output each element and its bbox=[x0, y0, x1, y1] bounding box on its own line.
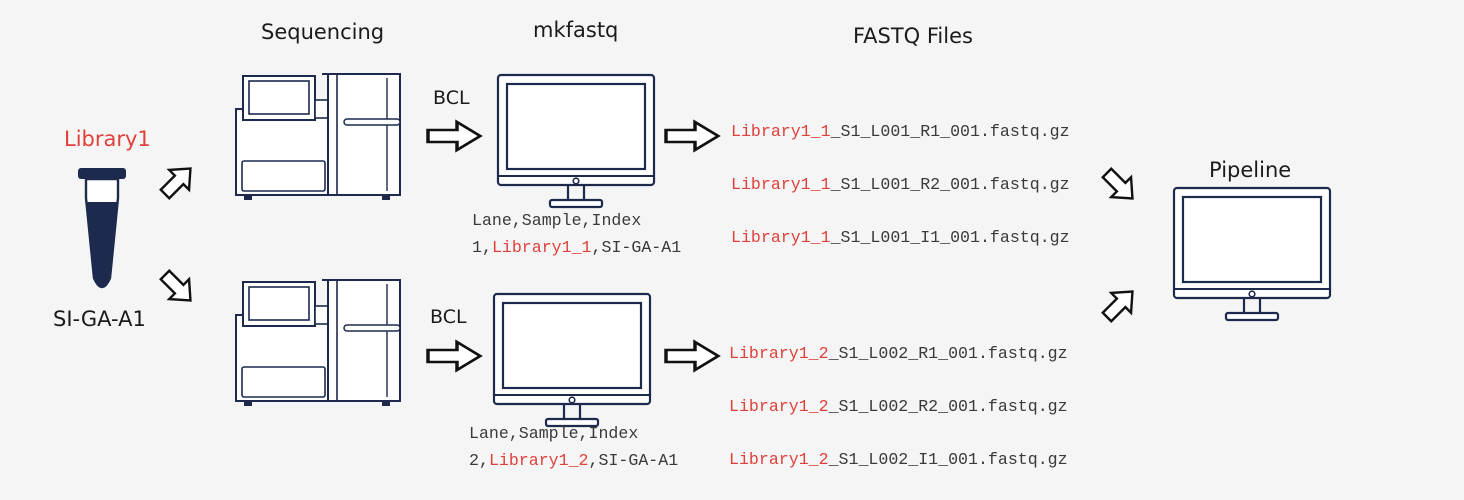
fastq-list-lane-2: Library1_2_S1_L002_R1_001.fastq.gz Libra… bbox=[729, 314, 1068, 500]
arrow-icon bbox=[1095, 280, 1144, 329]
index-label: SI-GA-A1 bbox=[53, 307, 146, 331]
lane-number: 2 bbox=[469, 450, 479, 470]
arrow-icon bbox=[426, 340, 482, 372]
samplesheet-row: 2,Library1_2,SI-GA-A1 bbox=[469, 450, 679, 470]
heading-fastq-files: FASTQ Files bbox=[853, 24, 973, 48]
fastq-file: Library1_2_S1_L002_R1_001.fastq.gz bbox=[729, 341, 1068, 368]
file-sample-prefix: Library1_2 bbox=[729, 396, 829, 416]
fastq-list-lane-1: Library1_1_S1_L001_R1_001.fastq.gz Libra… bbox=[731, 92, 1070, 278]
file-suffix: _S1_L002_I1_001.fastq.gz bbox=[828, 449, 1068, 469]
file-sample-prefix: Library1_1 bbox=[731, 121, 831, 141]
samplesheet-row: 1,Library1_1,SI-GA-A1 bbox=[472, 237, 682, 257]
file-suffix: _S1_L002_R1_001.fastq.gz bbox=[828, 343, 1068, 363]
samplesheet-header: Lane,Sample,Index bbox=[472, 211, 642, 230]
fastq-file: Library1_1_S1_L001_R1_001.fastq.gz bbox=[731, 119, 1070, 146]
samplesheet-lane-1: Lane,Sample,Index 1,Library1_1,SI-GA-A1 bbox=[472, 208, 681, 261]
fastq-file: Library1_2_S1_L002_R2_001.fastq.gz bbox=[729, 394, 1068, 421]
sequencer-icon bbox=[235, 73, 401, 201]
file-sample-prefix: Library1_2 bbox=[729, 449, 829, 469]
arrow-icon bbox=[664, 120, 720, 152]
monitor-icon bbox=[1172, 186, 1332, 322]
file-suffix: _S1_L001_R1_001.fastq.gz bbox=[830, 121, 1070, 141]
sequencer-icon bbox=[235, 279, 401, 407]
samplesheet-lane-2: Lane,Sample,Index 2,Library1_2,SI-GA-A1 bbox=[469, 421, 678, 474]
fastq-file: Library1_1_S1_L001_R2_001.fastq.gz bbox=[731, 172, 1070, 199]
heading-mkfastq: mkfastq bbox=[533, 18, 619, 42]
fastq-file: Library1_2_S1_L002_I1_001.fastq.gz bbox=[729, 447, 1068, 474]
monitor-icon bbox=[496, 73, 656, 209]
file-suffix: _S1_L002_R2_001.fastq.gz bbox=[828, 396, 1068, 416]
samplesheet-header: Lane,Sample,Index bbox=[469, 424, 639, 443]
bcl-label-2: BCL bbox=[430, 306, 467, 328]
sample-index: SI-GA-A1 bbox=[598, 450, 679, 470]
lane-number: 1 bbox=[472, 237, 482, 257]
arrow-icon bbox=[426, 120, 482, 152]
file-suffix: _S1_L001_R2_001.fastq.gz bbox=[830, 174, 1070, 194]
heading-pipeline: Pipeline bbox=[1209, 158, 1292, 182]
tube-icon bbox=[78, 168, 126, 289]
sample-name: Library1_1 bbox=[491, 237, 592, 257]
file-sample-prefix: Library1_2 bbox=[729, 343, 829, 363]
monitor-icon bbox=[492, 292, 652, 428]
arrow-icon bbox=[153, 263, 202, 312]
sample-name: Library1_2 bbox=[488, 450, 589, 470]
sample-index: SI-GA-A1 bbox=[601, 237, 682, 257]
bcl-label-1: BCL bbox=[433, 87, 470, 109]
arrow-icon bbox=[153, 157, 202, 206]
heading-sequencing: Sequencing bbox=[261, 20, 385, 44]
file-suffix: _S1_L001_I1_001.fastq.gz bbox=[830, 227, 1070, 247]
file-sample-prefix: Library1_1 bbox=[731, 174, 831, 194]
arrow-icon bbox=[1095, 161, 1144, 210]
file-sample-prefix: Library1_1 bbox=[731, 227, 831, 247]
arrow-icon bbox=[664, 340, 720, 372]
fastq-file: Library1_1_S1_L001_I1_001.fastq.gz bbox=[731, 225, 1070, 252]
library-label: Library1 bbox=[64, 127, 151, 151]
